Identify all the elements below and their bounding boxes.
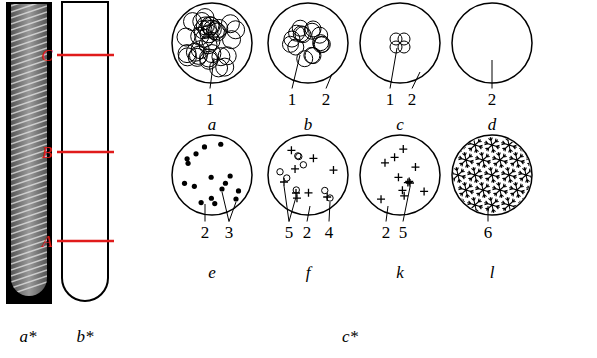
callout-number: 3 (225, 224, 234, 241)
panel-letter: f (306, 264, 311, 281)
level-label: C (41, 47, 52, 64)
microscope-views (172, 3, 542, 215)
callout-number: 2 (488, 91, 497, 108)
level-mark (57, 54, 114, 57)
figure-label: c* (342, 328, 358, 345)
view-circle (360, 135, 440, 215)
panel-letter: b (304, 116, 313, 133)
leader-line (289, 197, 296, 222)
callout-number: 2 (303, 224, 312, 241)
level-mark (57, 240, 114, 243)
panel-letter: c (396, 116, 404, 133)
view-circle (172, 135, 252, 215)
view-circle (360, 3, 440, 83)
panel-letter: d (488, 116, 497, 133)
figure-label: a* (20, 328, 37, 345)
view-circle (268, 3, 348, 83)
leader-line (210, 58, 214, 89)
leader-line (292, 55, 300, 89)
leader-line (492, 60, 493, 89)
leader-line (390, 48, 397, 89)
level-label: A (42, 233, 52, 250)
leader-line (284, 186, 289, 222)
leader-line (205, 204, 206, 222)
leader-line (229, 202, 236, 222)
leader-line (386, 206, 388, 222)
callout-number: 2 (382, 224, 391, 241)
view-circle (268, 135, 348, 215)
level-mark (57, 151, 114, 154)
panel-letter: k (396, 264, 404, 281)
callout-number: 1 (206, 91, 215, 108)
panel-letter: l (490, 264, 495, 281)
level-label: B (42, 144, 52, 161)
leader-line (412, 72, 420, 89)
view-circle (450, 135, 541, 215)
leader-lines (205, 48, 492, 222)
panel-letter: a (208, 116, 217, 133)
tube-outline (57, 2, 114, 301)
panel-letter: e (208, 264, 216, 281)
tube-photo (6, 0, 52, 304)
leader-line (326, 74, 332, 89)
callout-number: 6 (484, 224, 493, 241)
callout-number: 5 (399, 224, 408, 241)
figure-label: b* (77, 328, 94, 345)
callout-number: 1 (288, 91, 297, 108)
callout-number: 2 (201, 224, 210, 241)
callout-number: 4 (325, 224, 334, 241)
leader-line (488, 206, 489, 222)
leader-line (329, 202, 330, 222)
leader-line (307, 206, 310, 222)
callout-number: 1 (386, 91, 395, 108)
callout-number: 5 (285, 224, 294, 241)
leader-line (403, 187, 410, 222)
callout-number: 2 (408, 91, 417, 108)
callout-number: 2 (322, 91, 331, 108)
leader-line (222, 192, 229, 222)
